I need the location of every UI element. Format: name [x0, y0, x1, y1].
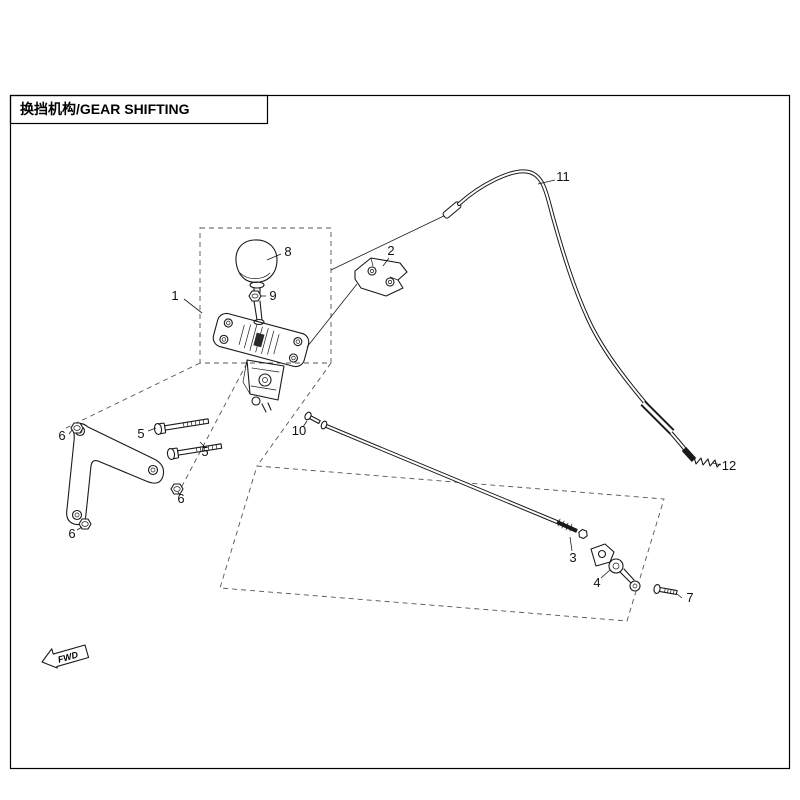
callout-10: 10	[292, 423, 306, 438]
rod-end-fitting	[320, 420, 328, 430]
callout-9: 9	[269, 288, 276, 303]
nut-6a	[70, 422, 84, 434]
clevis-joint	[590, 543, 641, 592]
callout-4: 4	[593, 575, 600, 590]
callout-5a: 5	[137, 426, 144, 441]
rod-bolt	[304, 411, 321, 425]
callout-12: 12	[722, 458, 736, 473]
fwd-arrow-shape	[41, 644, 90, 669]
support-bracket	[66, 422, 165, 526]
callout-labels: 1 2 3 4 5 5 6 6 6 7 8 9 10 11 12	[58, 169, 736, 605]
rod-dashed-box	[219, 465, 665, 622]
title-box	[9, 94, 269, 125]
dashed-line-mid	[179, 362, 248, 491]
projection-lines	[63, 227, 665, 622]
nut-6c	[78, 518, 92, 530]
bolt-5a	[153, 418, 210, 436]
callout-leaders	[68, 179, 722, 599]
callout-2: 2	[387, 243, 394, 258]
assembly-to-cable-line	[330, 212, 451, 271]
rod-jam-nut	[578, 528, 588, 540]
lever-bracket	[242, 359, 285, 413]
bracket-to-plate-line	[306, 283, 358, 348]
dashed-line-right	[256, 362, 332, 467]
callout-8: 8	[284, 244, 291, 259]
callout-6c: 6	[68, 526, 75, 541]
diagram-border	[9, 94, 791, 770]
knob-locknut	[248, 290, 262, 302]
lever-shaft	[253, 300, 265, 326]
callout-7: 7	[686, 590, 693, 605]
callout-6a: 6	[58, 428, 65, 443]
shift-rod	[320, 420, 588, 540]
cable-spring	[693, 456, 721, 468]
assembly-dashed-box	[199, 227, 332, 364]
shift-knob	[235, 239, 278, 294]
callout-5b: 5	[201, 444, 208, 459]
dashed-line-left	[63, 362, 201, 430]
callout-3: 3	[569, 550, 576, 565]
cable-end-cap	[681, 446, 697, 463]
bolt-5b	[166, 443, 223, 461]
mount-bracket	[354, 257, 408, 297]
callout-11: 11	[556, 169, 570, 184]
shifter-base-plate	[212, 312, 310, 368]
fwd-arrow: FWD	[41, 644, 90, 669]
callout-1: 1	[171, 288, 178, 303]
shift-gate-slot	[253, 332, 265, 348]
shift-cable	[442, 169, 697, 463]
nut-6b	[170, 483, 184, 495]
callout-6b: 6	[177, 491, 184, 506]
bolt-7	[653, 583, 678, 595]
page-title: 换挡机构/GEAR SHIFTING	[20, 101, 190, 117]
